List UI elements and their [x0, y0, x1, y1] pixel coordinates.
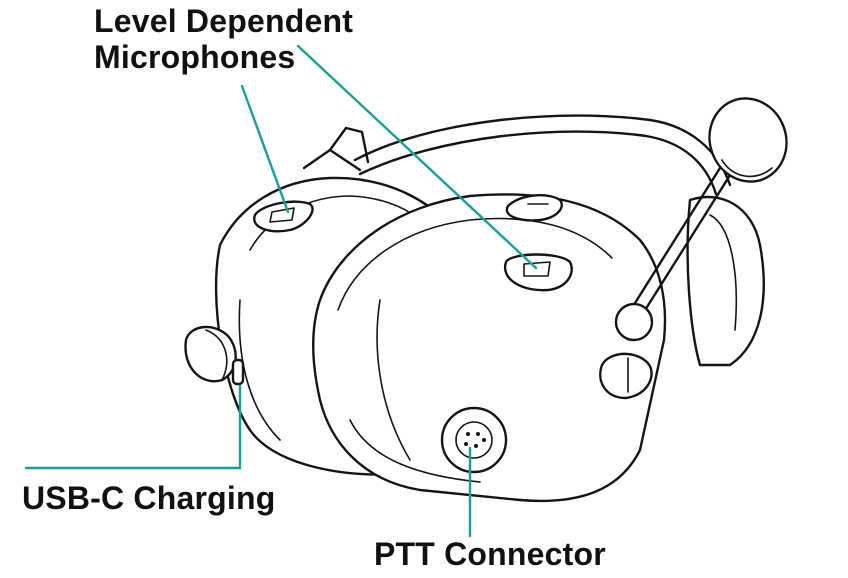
headband-clip: [505, 194, 563, 222]
label-microphones: Microphones: [94, 39, 296, 75]
headband: [302, 114, 732, 196]
callout-mic-front: [296, 44, 538, 270]
ptt-buttons: [599, 352, 653, 400]
callout-mic-left: [240, 84, 290, 214]
usb-c-port-icon: [231, 358, 245, 386]
left-knob: [184, 325, 237, 383]
right-earcup: [686, 195, 765, 367]
boom-microphone-icon: [614, 97, 788, 342]
label-level-dependent: Level Dependent: [94, 3, 354, 39]
label-usb-c-charging: USB-C Charging: [22, 480, 276, 516]
microphone-port-icon: [503, 253, 573, 292]
label-ptt-connector: PTT Connector: [374, 536, 606, 572]
microphone-port-icon: [253, 200, 314, 233]
callout-lines: [24, 44, 538, 538]
ptt-connector-icon: [440, 406, 508, 474]
callout-usb: [24, 384, 242, 470]
front-earcup: [312, 193, 667, 503]
